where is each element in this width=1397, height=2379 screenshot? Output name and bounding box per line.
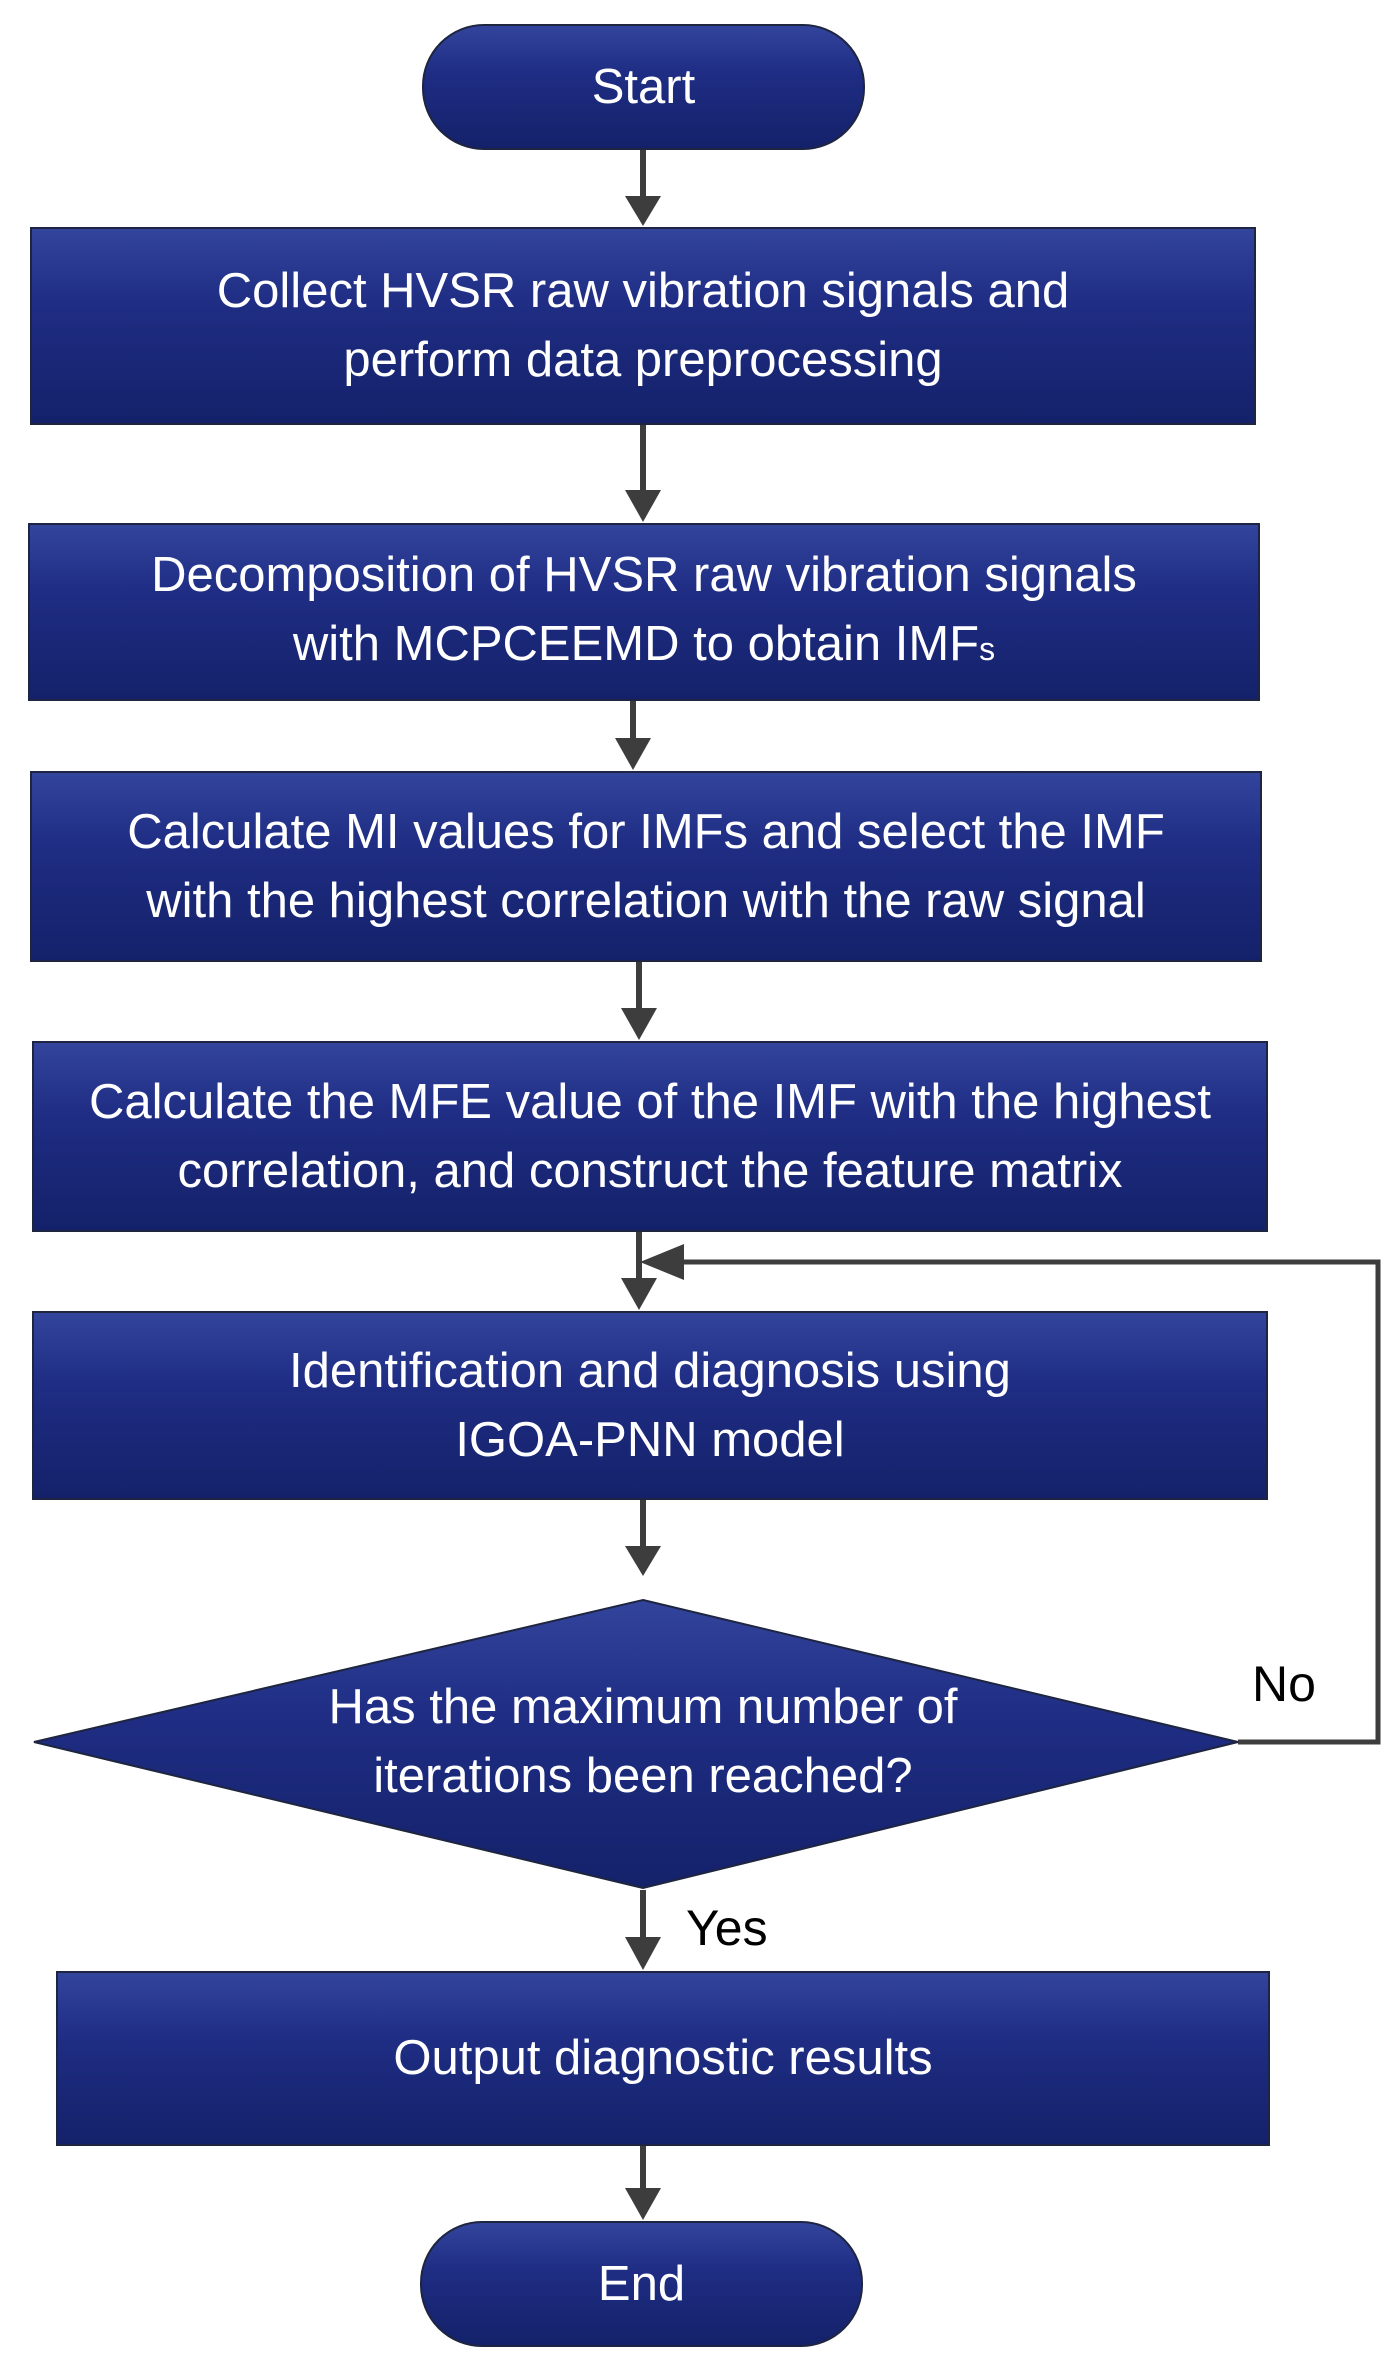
no-edge-label: No: [1252, 1656, 1316, 1712]
mfe-line-2: correlation, and construct the feature m…: [177, 1143, 1123, 1198]
decompose-line-2-subscript: s: [979, 630, 996, 667]
arrowhead-loop-back: [640, 1244, 684, 1280]
decompose-line-1: Decomposition of HVSR raw vibration sign…: [151, 547, 1137, 602]
mfe-feature-step: Calculate the MFE value of the IMF with …: [32, 1041, 1268, 1232]
arrowhead-mfe-to-identify: [621, 1278, 657, 1310]
arrowhead-decompose-to-mi: [615, 738, 651, 770]
mfe-line-1: Calculate the MFE value of the IMF with …: [88, 1074, 1212, 1129]
output-results-step: Output diagnostic results: [56, 1971, 1270, 2146]
decompose-line-2-main: with MCPCEEMD to obtain IMF: [292, 616, 980, 671]
decomposition-step: Decomposition of HVSR raw vibration sign…: [28, 523, 1260, 701]
decision-diamond-shape: [33, 1598, 1239, 1890]
mi-selection-step: Calculate MI values for IMFs and select …: [30, 771, 1262, 962]
collect-line-1: Collect HVSR raw vibration signals and: [216, 264, 1070, 318]
arrowhead-collect-to-decompose: [625, 490, 661, 522]
yes-edge-label: Yes: [686, 1900, 768, 1956]
arrowhead-decision-to-output: [625, 1937, 661, 1970]
identification-step: Identification and diagnosis using IGOA-…: [32, 1311, 1268, 1500]
end-terminal: End: [420, 2221, 863, 2347]
identify-line-1: Identification and diagnosis using: [289, 1343, 1011, 1398]
arrowhead-output-to-end: [625, 2188, 661, 2220]
end-label: End: [597, 2256, 686, 2311]
arrowhead-start-to-collect: [625, 196, 661, 226]
decision-text: Has the maximum number of iterations bee…: [143, 1672, 1143, 1812]
arrowhead-mi-to-mfe: [621, 1008, 657, 1040]
collect-line-2: perform data preprocessing: [343, 333, 943, 387]
start-label: Start: [591, 59, 696, 114]
decision-line-1: Has the maximum number of: [328, 1680, 958, 1734]
output-label: Output diagnostic results: [393, 2031, 933, 2085]
collect-signals-step: Collect HVSR raw vibration signals and p…: [30, 227, 1256, 425]
loop-back-connector: [680, 1259, 1381, 1745]
arrowhead-identify-to-decision: [625, 1546, 661, 1576]
identify-line-2: IGOA-PNN model: [455, 1412, 845, 1467]
start-terminal: Start: [422, 24, 865, 150]
mi-line-1: Calculate MI values for IMFs and select …: [127, 804, 1165, 859]
decision-line-2: iterations been reached?: [373, 1749, 913, 1803]
mi-line-2: with the highest correlation with the ra…: [146, 873, 1146, 928]
decompose-line-2: with MCPCEEMD to obtain IMFs: [293, 610, 995, 684]
